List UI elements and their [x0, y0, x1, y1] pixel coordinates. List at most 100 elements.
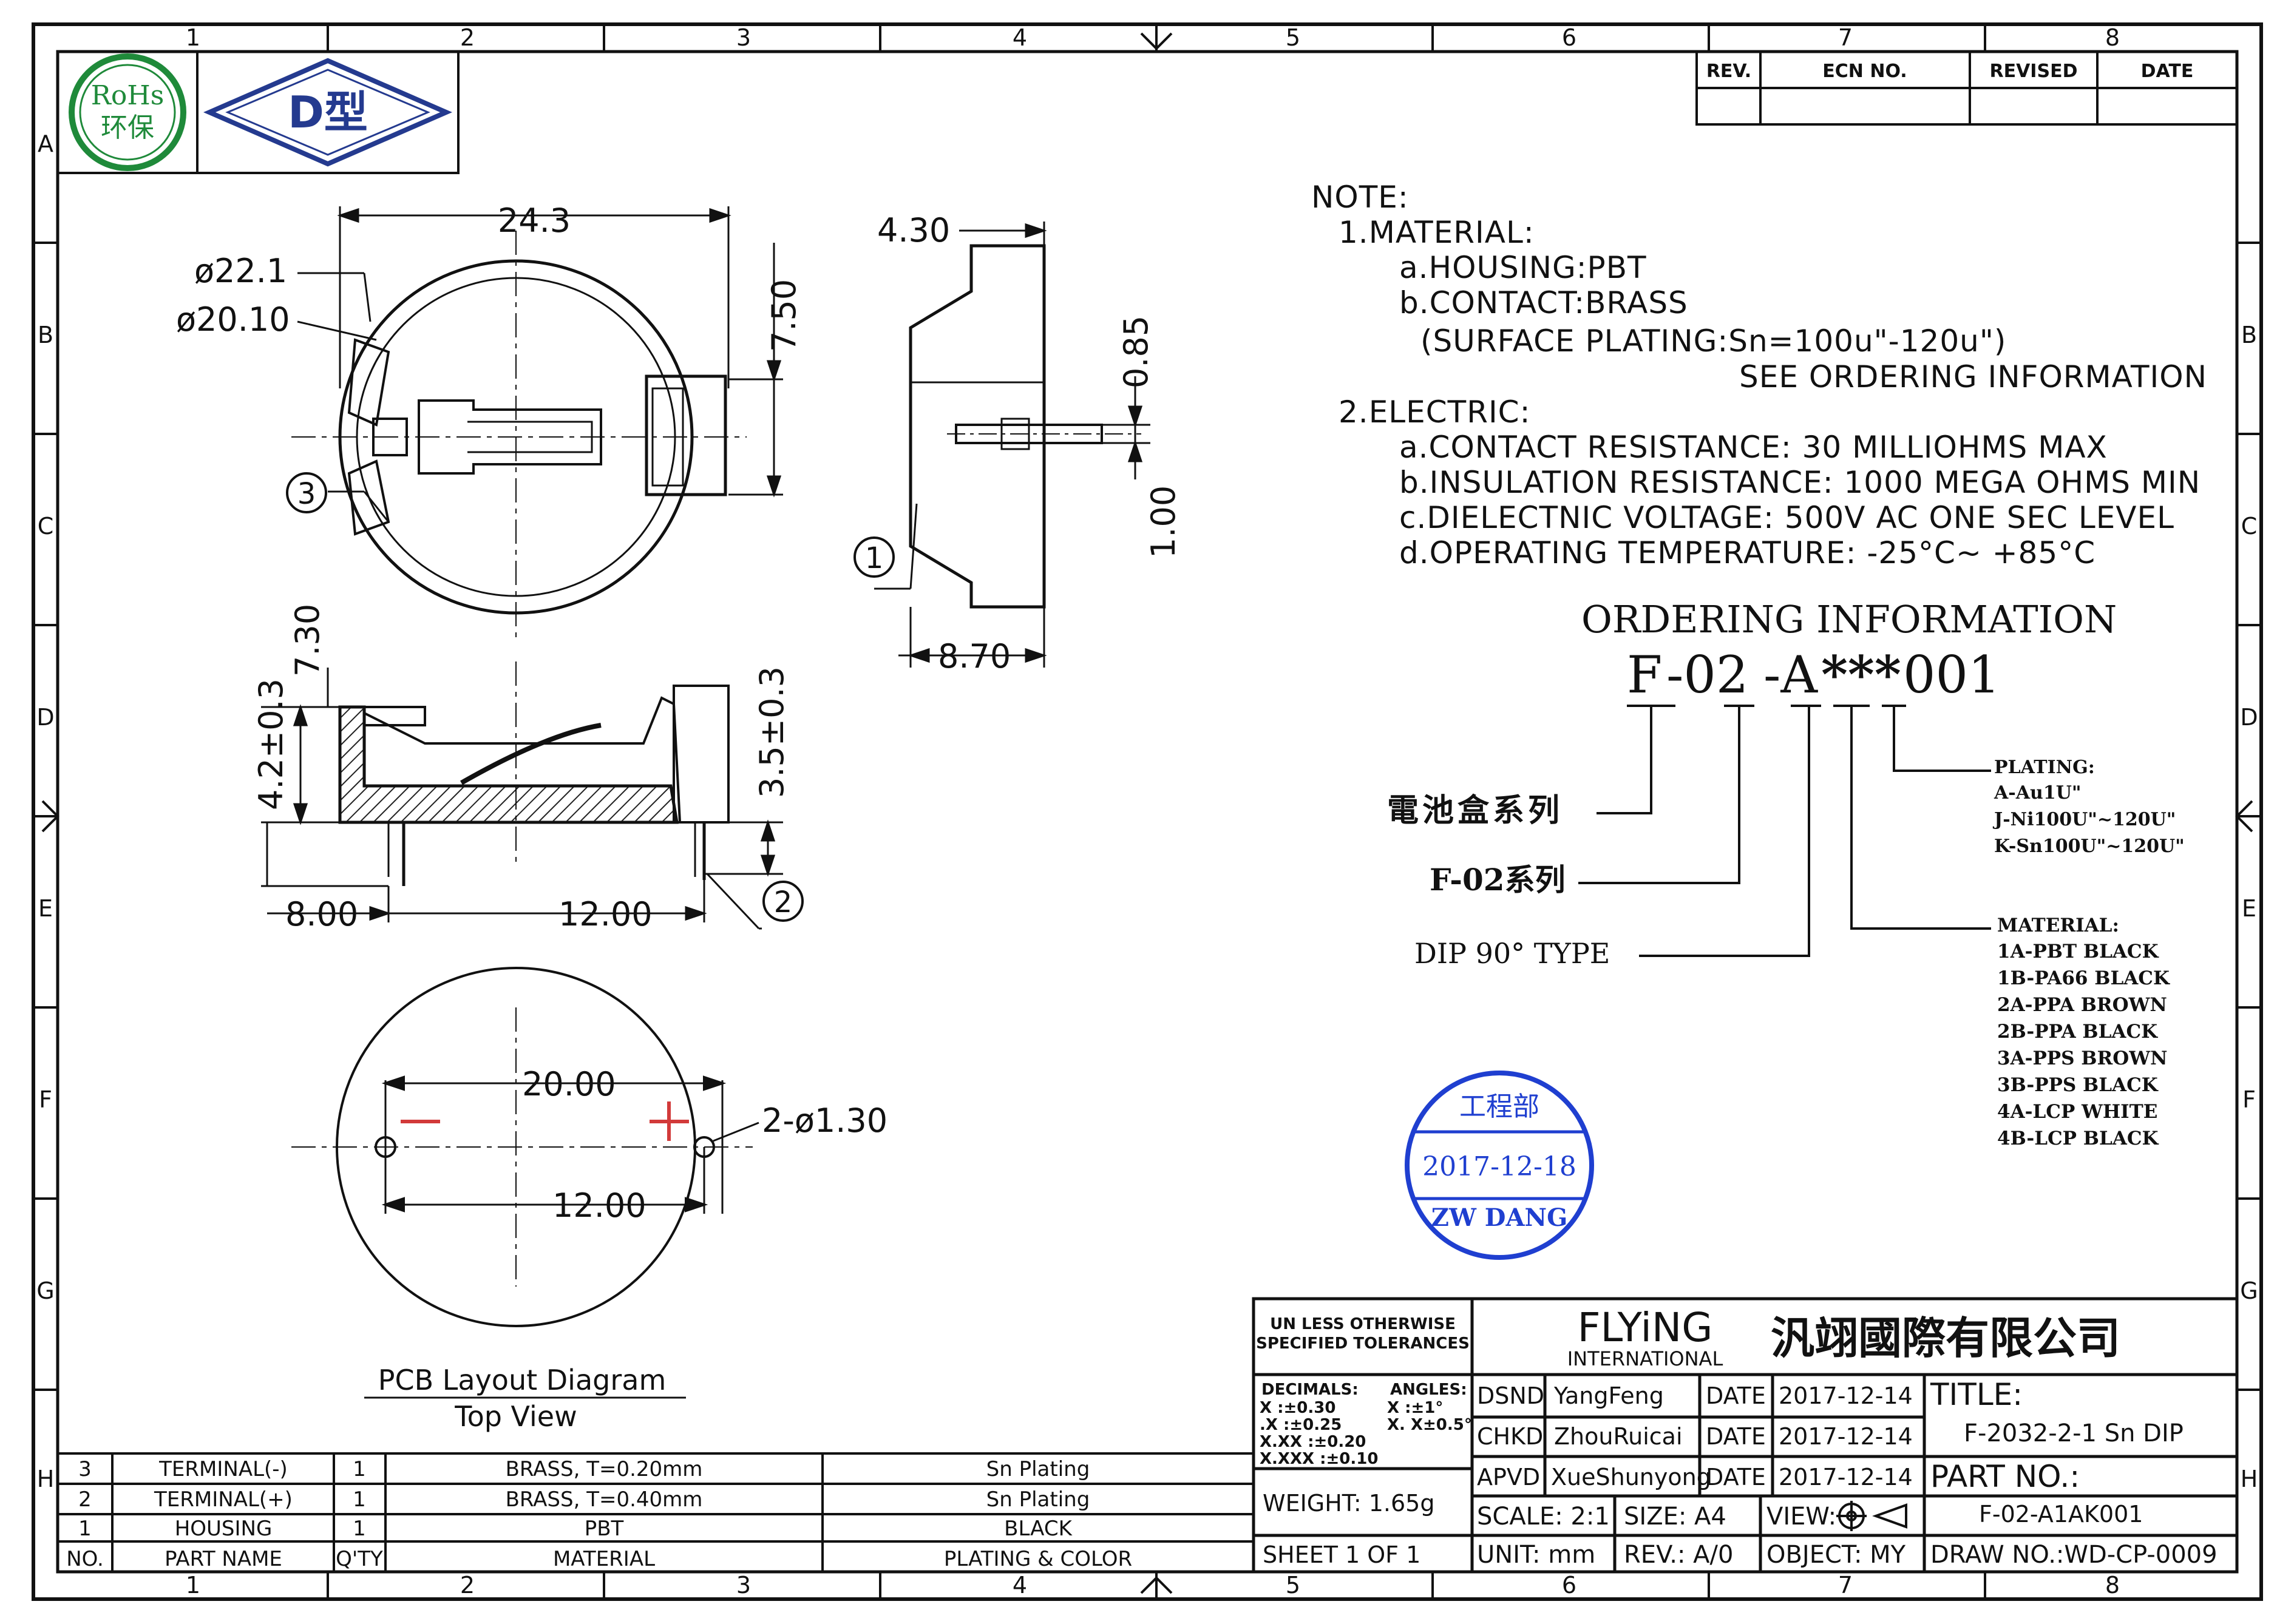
col-label: 5: [1286, 24, 1300, 51]
pcb-caption: PCB Layout Diagram Top View: [364, 1364, 686, 1433]
revision-headers: REV. ECN NO. REVISED DATE: [1706, 61, 2194, 82]
callout-3: 3: [286, 472, 327, 513]
chkd-name: ZhouRuicai: [1554, 1423, 1683, 1450]
pcb-caption-sub: Top View: [454, 1400, 577, 1433]
material-item: 1A-PBT BLACK: [1997, 941, 2159, 963]
tol-title-2: SPECIFIED TOLERANCES: [1256, 1335, 1470, 1353]
note-line: a.CONTACT RESISTANCE: 30 MILLIOHMS MAX: [1399, 430, 2108, 465]
dtype-text: D型: [288, 87, 368, 138]
pcb-polarity-marks: [401, 1101, 689, 1141]
material-item: 4B-LCP BLACK: [1997, 1128, 2159, 1149]
bom-header: MATERIAL: [553, 1547, 655, 1571]
top-view: [291, 231, 747, 643]
dsnd-label: DSND: [1477, 1382, 1544, 1409]
date-label: DATE: [1706, 1423, 1766, 1450]
dtype-logo: D型: [196, 50, 460, 174]
ordering-code-stars: ***: [1821, 645, 1901, 705]
col-label: 3: [736, 1572, 751, 1599]
material-item: 3A-PPS BROWN: [1997, 1047, 2168, 1069]
title-value: F-2032-2-1 Sn DIP: [1964, 1419, 2184, 1447]
dim-dia-outer: ø22.1: [194, 252, 287, 290]
row-label: H: [2241, 1466, 2258, 1492]
plating-item: A-Au1U": [1994, 782, 2082, 804]
col-label: 2: [460, 24, 475, 51]
decimals-label: DECIMALS:: [1261, 1381, 1359, 1399]
stamp-dept: 工程部: [1459, 1091, 1539, 1122]
bom-cell: TERMINAL(-): [158, 1457, 288, 1481]
ecn-header: ECN NO.: [1822, 61, 1907, 82]
apvd-label: APVD: [1477, 1464, 1540, 1490]
bom-header: NO.: [66, 1547, 104, 1571]
dim-front-35: 3.5±0.3: [753, 666, 791, 798]
frame-col-labels-bottom: 1 2 3 4 5 6 7 8: [186, 1572, 2120, 1599]
date-3: 2017-12-14: [1779, 1464, 1913, 1490]
col-label: 5: [1286, 1572, 1300, 1599]
pcb-caption-title: PCB Layout Diagram: [378, 1364, 667, 1396]
label-series-cn: 電池盒系列: [1387, 792, 1564, 829]
row-label: G: [36, 1277, 54, 1304]
projection-symbol-icon: [1836, 1501, 1907, 1531]
dim-side-430: 4.30: [877, 211, 950, 249]
dim-front-1200: 12.00: [558, 895, 653, 933]
rohs-cn-text: 环保: [101, 112, 154, 143]
bom-cell: BRASS, T=0.40mm: [506, 1487, 703, 1512]
col-label: 4: [1013, 1572, 1027, 1599]
col-label: 8: [2105, 1572, 2120, 1599]
note-line: d.OPERATING TEMPERATURE: -25°C~ +85°C: [1399, 535, 2096, 570]
note-line: a.HOUSING:PBT: [1399, 250, 1647, 285]
note-line: c.DIELECTNIC VOLTAGE: 500V AC ONE SEC LE…: [1399, 500, 2174, 535]
col-label: 6: [1562, 24, 1576, 51]
bom-cell: Sn Plating: [986, 1457, 1090, 1481]
revision-table: [1695, 50, 2238, 126]
title-fields: TITLE: F-2032-2-1 Sn DIP PART NO.: F-02-…: [1477, 1377, 2218, 1569]
company-en-sub: INTERNATIONAL: [1567, 1347, 1723, 1370]
date-label: DATE: [1706, 1464, 1766, 1490]
weight: WEIGHT: 1.65g: [1263, 1490, 1434, 1517]
stamp-date: 2017-12-18: [1422, 1151, 1576, 1182]
ordering-code-001: 001: [1903, 645, 2001, 705]
col-label: 4: [1013, 24, 1027, 51]
material-item: 4A-LCP WHITE: [1997, 1101, 2158, 1123]
label-dip: DIP 90° TYPE: [1414, 937, 1610, 970]
ordering-code-f: F: [1627, 645, 1663, 705]
rohs-logo: RoHs 环保: [56, 50, 199, 174]
dim-pcb-1200: 12.00: [552, 1186, 646, 1225]
plating-title: PLATING:: [1994, 757, 2095, 778]
col-label: 3: [736, 24, 751, 51]
note-line: (SURFACE PLATING:Sn=100u"-120u"): [1420, 323, 2007, 359]
callout-1: 1: [853, 536, 895, 578]
callout-1-number: 1: [865, 541, 884, 575]
bom-header: PLATING & COLOR: [944, 1547, 1132, 1571]
bom-cell: PBT: [585, 1517, 624, 1541]
front-view: [338, 661, 730, 886]
bom-cell: 3: [78, 1457, 92, 1481]
row-label: H: [37, 1466, 55, 1492]
partno-label: PART NO.:: [1930, 1459, 2080, 1494]
engineering-stamp: 工程部 2017-12-18 ZW DANG: [1405, 1071, 1594, 1260]
note-line: b.INSULATION RESISTANCE: 1000 MEGA OHMS …: [1399, 465, 2201, 500]
note-line: b.CONTACT:BRASS: [1399, 285, 1688, 320]
callout-3-number: 3: [297, 477, 316, 511]
date-2: 2017-12-14: [1779, 1423, 1913, 1450]
side-view-dims: [874, 222, 1150, 668]
stamp-name: ZW DANG: [1431, 1203, 1568, 1232]
note-line: SEE ORDERING INFORMATION: [1739, 359, 2208, 394]
row-label: C: [2241, 513, 2258, 540]
ang-line: X :±1°: [1387, 1399, 1443, 1417]
tol-line: X :±0.30: [1260, 1399, 1335, 1417]
tolerance-block: UN LESS OTHERWISE SPECIFIED TOLERANCES D…: [1256, 1315, 1472, 1568]
col-label: 6: [1562, 1572, 1576, 1599]
draw-number: DRAW NO.:WD-CP-0009: [1930, 1541, 2218, 1569]
col-label: 1: [186, 1572, 200, 1599]
row-label: B: [38, 322, 53, 348]
ordering-title: ORDERING INFORMATION: [1581, 597, 2117, 641]
dim-dia-inner: ø20.10: [176, 300, 290, 339]
chkd-label: CHKD: [1477, 1423, 1543, 1450]
col-label: 7: [1838, 1572, 1853, 1599]
partno-value: F-02-A1AK001: [1979, 1501, 2143, 1528]
bom-cells: 3 TERMINAL(-) 1 BRASS, T=0.20mm Sn Plati…: [66, 1457, 1132, 1571]
date-header: DATE: [2141, 61, 2194, 82]
title-block-lines: [1252, 1297, 2239, 1574]
